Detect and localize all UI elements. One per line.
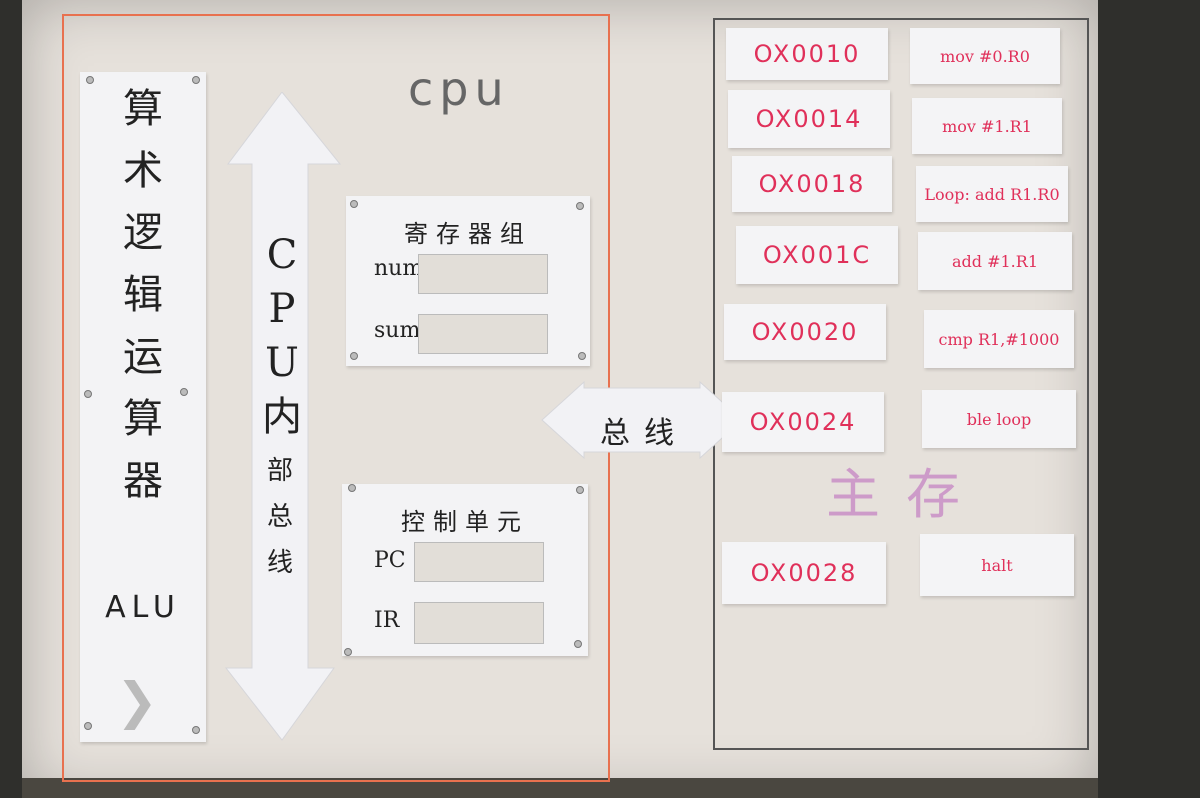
system-bus-label: 总线 (600, 416, 688, 451)
control-unit-title: 控制单元 (401, 508, 529, 536)
memory-instruction-card: ble loop (922, 390, 1076, 448)
memory-address-card: OX0020 (724, 304, 886, 360)
num-register-slot (418, 254, 548, 294)
memory-address-card: OX0010 (726, 28, 888, 80)
pin-icon (350, 200, 358, 208)
memory-instruction-card: add #1.R1 (918, 232, 1072, 290)
pin-icon (576, 202, 584, 210)
internal-bus-label-rest: 部总线 (266, 456, 293, 578)
memory-address-card: OX0014 (728, 90, 890, 148)
pin-icon (86, 76, 94, 84)
memory-instruction-card: cmp R1,#1000 (924, 310, 1074, 368)
pin-icon (180, 388, 188, 396)
pin-icon (344, 648, 352, 656)
memory-address-card: OX0024 (722, 392, 884, 452)
control-unit-card: 控制单元 PC IR (342, 484, 588, 656)
alu-abbr-label: ALU (105, 590, 181, 625)
pin-icon (576, 486, 584, 494)
pc-label: PC (374, 548, 406, 573)
pin-icon (192, 76, 200, 84)
register-group-card: 寄存器组 num sum (346, 196, 590, 366)
sum-label: sum (374, 318, 421, 343)
alu-symbol: ❯ (116, 672, 158, 730)
memory-instruction-card: mov #1.R1 (912, 98, 1062, 154)
internal-bus-arrow (224, 92, 342, 741)
cpu-label: cpu (408, 62, 510, 116)
pin-icon (574, 640, 582, 648)
memory-instruction-card: Loop: add R1.R0 (916, 166, 1068, 222)
memory-address-card: OX001C (736, 226, 898, 284)
pin-icon (84, 390, 92, 398)
pin-icon (348, 484, 356, 492)
memory-address-card: OX0018 (732, 156, 892, 212)
memory-boundary (713, 18, 1089, 750)
num-label: num (374, 256, 424, 281)
alu-card: 算术逻辑运算器 ALU ❯ (80, 72, 206, 742)
pc-register-slot (414, 542, 544, 582)
main-memory-label: 主存 (826, 463, 986, 526)
pin-icon (192, 726, 200, 734)
pin-icon (350, 352, 358, 360)
register-group-title: 寄存器组 (404, 220, 532, 248)
floor-strip (22, 778, 1098, 798)
ir-label: IR (374, 608, 400, 633)
memory-instruction-card: mov #0.R0 (910, 28, 1060, 84)
pin-icon (578, 352, 586, 360)
sum-register-slot (418, 314, 548, 354)
pin-icon (84, 722, 92, 730)
memory-address-card: OX0028 (722, 542, 886, 604)
memory-instruction-card: halt (920, 534, 1074, 596)
ir-register-slot (414, 602, 544, 644)
alu-chinese-label: 算术逻辑运算器 (123, 86, 163, 504)
